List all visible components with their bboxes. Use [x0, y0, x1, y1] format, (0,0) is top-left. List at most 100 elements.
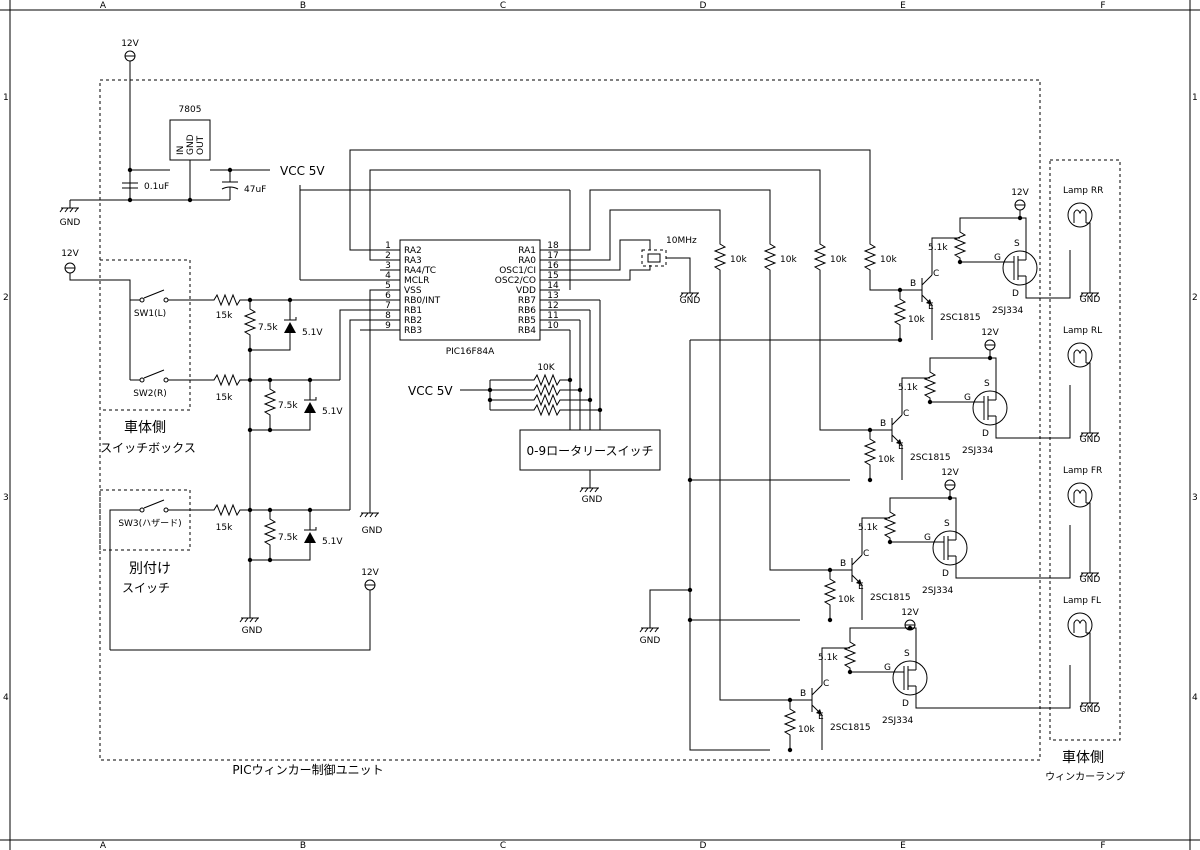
sw2-label: SW2(R): [133, 389, 167, 399]
r10-pulldown: 10k: [838, 595, 855, 605]
ic-pin-name: RB5: [518, 316, 536, 326]
ic-pin-name: RB0/INT: [404, 296, 441, 306]
ic-pin-num: 15: [547, 271, 558, 281]
col-label-bottom: E: [900, 841, 906, 850]
switch-section: 12V SW1(L) SW2(R) SW3(ハザード) 12V 15k 15k …: [61, 249, 400, 651]
pin-c: C: [933, 269, 939, 279]
npn-label: 2SC1815: [910, 453, 951, 463]
ic-pin-name: RA0: [518, 256, 536, 266]
pin-g: G: [924, 533, 931, 543]
crystal-label: 10MHz: [666, 236, 697, 246]
lampside-subtitle: ウィンカーランプ: [1045, 771, 1125, 783]
unit-boundary: [99, 79, 1041, 761]
pmos-label: 2SJ334: [962, 446, 994, 456]
r51-label: 5.1k: [898, 383, 918, 393]
pin-e: E: [818, 712, 824, 722]
col-label-top: D: [700, 1, 707, 11]
ic-pin-num: 5: [385, 281, 391, 291]
ic-pin-num: 12: [547, 301, 558, 311]
ic-pin-num: 6: [385, 291, 391, 301]
pin-e: E: [928, 302, 934, 312]
extra-title: 別付け: [129, 561, 171, 577]
ic-pin-num: 13: [547, 291, 558, 301]
switchbox-subtitle: スイッチボックス: [100, 441, 196, 455]
pin-g: G: [994, 253, 1001, 263]
pin-b: B: [800, 689, 806, 699]
ic-pin-num: 10: [547, 321, 559, 331]
pin-c: C: [823, 679, 829, 689]
vcc-label: VCC 5V: [280, 164, 325, 178]
col-label-top: A: [100, 1, 107, 11]
ic-pin-name: RB3: [404, 326, 422, 336]
lamp-label: Lamp FR: [1063, 466, 1102, 476]
pin-e: E: [898, 442, 904, 452]
pin-s: S: [904, 649, 910, 659]
r10-base: 10k: [880, 255, 897, 265]
unit-title: PICウィンカー制御ユニット: [232, 762, 383, 777]
pmos-label: 2SJ334: [922, 586, 954, 596]
row-label-left: 2: [3, 293, 9, 303]
col-label-bottom: F: [1100, 841, 1105, 850]
r75-1: 7.5k: [258, 323, 278, 333]
npn-label: 2SC1815: [870, 593, 911, 603]
reg-pin-in: IN: [176, 146, 186, 155]
zener-3: 5.1V: [322, 537, 343, 547]
r51-label: 5.1k: [818, 653, 838, 663]
lamp-gnd: GND: [1080, 435, 1101, 445]
sw3-label: SW3(ハザード): [118, 518, 181, 529]
regulator-label: 7805: [179, 105, 202, 115]
row-label-left: 4: [3, 693, 9, 703]
pin-e: E: [858, 582, 864, 592]
ic-pin-name: RB2: [404, 316, 422, 326]
r15-1: 15k: [216, 311, 233, 321]
ra-lines: 10MHz GND: [349, 149, 871, 306]
r15-3: 15k: [216, 523, 233, 533]
npn-label: 2SC1815: [830, 723, 871, 733]
r10-pulldown: 10k: [908, 315, 925, 325]
pin-d: D: [902, 699, 909, 709]
ic-pin-num: 14: [547, 281, 559, 291]
ic-pin-num: 8: [385, 311, 391, 321]
gnd-sw: GND: [242, 626, 263, 636]
reg-pin-out: OUT: [196, 135, 206, 155]
row-label-right: 3: [1192, 493, 1198, 503]
pin-b: B: [880, 419, 886, 429]
ic-pin-name: OSC2/CO: [495, 276, 536, 286]
pin-s: S: [984, 379, 990, 389]
col-label-top: B: [300, 1, 306, 11]
gnd-bus: GND: [640, 636, 661, 646]
col-label-bottom: B: [300, 841, 306, 850]
ic-pin-name: RA4/TC: [404, 266, 436, 276]
pin-s: S: [944, 519, 950, 529]
npn-label: 2SC1815: [940, 313, 981, 323]
r10-pulldown: 10k: [878, 455, 895, 465]
col-label-bottom: A: [100, 841, 107, 850]
lamp-gnd: GND: [1080, 705, 1101, 715]
r51-label: 5.1k: [858, 523, 878, 533]
ic-pin-num: 18: [547, 241, 559, 251]
gnd-vss: GND: [362, 526, 383, 536]
row-label-right: 2: [1192, 293, 1198, 303]
r75-3: 7.5k: [278, 533, 298, 543]
switchbox-title: 車体側: [124, 419, 166, 436]
reg-pin-gnd: GND: [186, 134, 196, 155]
rotary-label: 0-9ロータリースイッチ: [526, 444, 653, 458]
pin-g: G: [884, 663, 891, 673]
pmos-label: 2SJ334: [992, 306, 1024, 316]
pmos-label: 2SJ334: [882, 716, 914, 726]
switchbox-boundary: [99, 259, 191, 411]
pin-b: B: [910, 279, 916, 289]
gnd-rotary: GND: [582, 495, 603, 505]
label-12v-sw: 12V: [61, 249, 79, 259]
power-section: 12V 7805 IN GND OUT 0.1uF 47uF GND VCC 5…: [59, 39, 571, 290]
extra-subtitle: スイッチ: [122, 581, 170, 595]
